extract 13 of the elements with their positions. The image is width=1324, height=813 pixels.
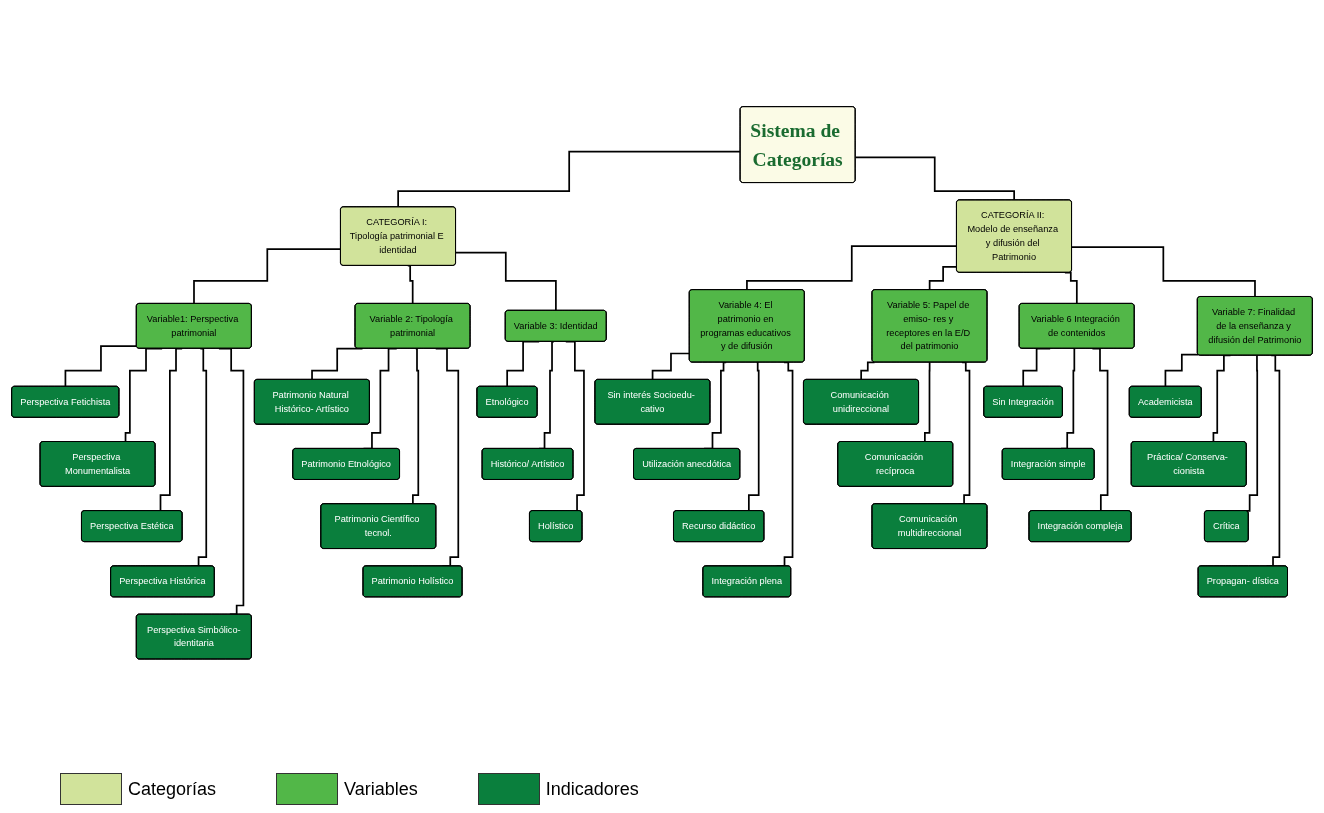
legend-label: Categorías	[128, 778, 217, 800]
connector	[397, 150, 742, 208]
legend-label: Indicadores	[545, 778, 639, 800]
connector	[1070, 245, 1256, 298]
connector	[406, 264, 414, 305]
connector	[651, 352, 691, 381]
connector	[860, 361, 876, 381]
connector	[928, 265, 958, 291]
legend-label: Variables	[344, 778, 418, 800]
connector	[746, 244, 958, 291]
connector	[193, 247, 342, 305]
connector	[854, 156, 1016, 201]
connector	[454, 251, 557, 312]
